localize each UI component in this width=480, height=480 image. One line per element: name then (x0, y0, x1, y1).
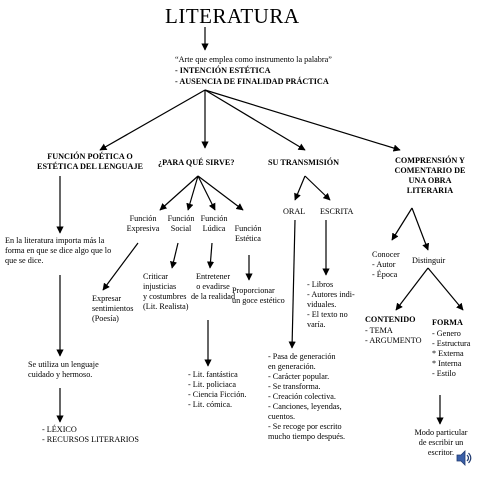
label-contenido: CONTENIDO (365, 315, 416, 324)
arrow-to-f2 (186, 175, 199, 211)
arrow-to-f4 (197, 175, 244, 211)
arrow-to-comprension (204, 89, 401, 152)
arrow-to-oral (294, 175, 306, 201)
label-funcion-estetica: Función Estética (234, 224, 262, 243)
label-funcion-social: Función Social (167, 214, 195, 233)
heading-transmision: SU TRANSMISIÓN (268, 158, 340, 167)
absence-line: - AUSENCIA DE FINALIDAD PRÁCTICA (175, 77, 329, 86)
arrow-to-distinguir (411, 207, 430, 251)
speaker-icon[interactable] (455, 449, 473, 467)
arrow-f3-to-d3 (206, 242, 215, 269)
col1-list-lexico: - LÉXICO - RECURSOS LITERARIOS (42, 425, 139, 444)
desc-criticar: Criticar injusticias y costumbres (Lit. … (143, 272, 189, 311)
arrow-to-contenido (395, 267, 429, 311)
col1-text-forma: En la literatura importa más la forma en… (5, 236, 112, 265)
desc-expresar: Expresar sentimientos (Poesía) (92, 294, 134, 323)
heading-comprension: COMPRENSIÓN Y COMENTARIO DE UNA OBRA LIT… (394, 156, 466, 195)
oral-list: - Pasa de generación en generación. - Ca… (268, 352, 346, 441)
label-funcion-ludica: Función Lúdica (200, 214, 228, 233)
definition-quote: “Arte que emplea como instrumento la pal… (175, 55, 332, 64)
label-forma: FORMA (432, 318, 463, 327)
arrow-to-f1 (159, 175, 199, 211)
arrow-to-transmision (204, 89, 306, 151)
arrow-to-f3 (197, 175, 216, 211)
col1-text-lenguaje: Se utiliza un lenguaje cuidado y hermoso… (28, 360, 99, 379)
page-title: LITERATURA (165, 4, 300, 28)
desc-goce: Proporcionar un goce estético (232, 286, 285, 305)
arrow-to-funcion-poetica (99, 89, 206, 151)
label-distinguir: Distinguir (412, 256, 446, 265)
arrow-f1-to-d1 (102, 242, 139, 291)
col2-list-generos: - Lit. fantástica - Lit. policiaca - Cie… (188, 370, 247, 409)
arrow-to-conocer (391, 207, 413, 241)
arrow-to-forma (427, 267, 464, 311)
label-funcion-expresiva: Función Expresiva (126, 214, 160, 233)
intention-line: - INTENCIÓN ESTÉTICA (175, 66, 271, 75)
heading-para-que-sirve: ¿PARA QUÉ SIRVE? (158, 158, 235, 167)
desc-entretener: Entretener o evadirse de la realidad (190, 272, 236, 301)
arrow-to-escrita (304, 175, 331, 201)
label-conocer: Conocer - Autor - Época (372, 250, 400, 279)
label-escrita: ESCRITA (320, 207, 354, 216)
arrow-oral-to-list (288, 219, 296, 349)
heading-funcion-poetica: FUNCIÓN POÉTICA O ESTÉTICA DEL LENGUAJE (36, 152, 144, 171)
escrita-list: - Libros - Autores indi- viduales. - El … (307, 280, 355, 329)
forma-list: - Genero - Estructura * Externa * Intern… (432, 329, 471, 378)
modo-text: Modo particular de escribir un escritor. (414, 428, 468, 457)
label-oral: ORAL (283, 207, 306, 216)
arrow-f2-to-d2 (170, 242, 179, 269)
contenido-list: - TEMA - ARGUMENTO (365, 326, 422, 345)
